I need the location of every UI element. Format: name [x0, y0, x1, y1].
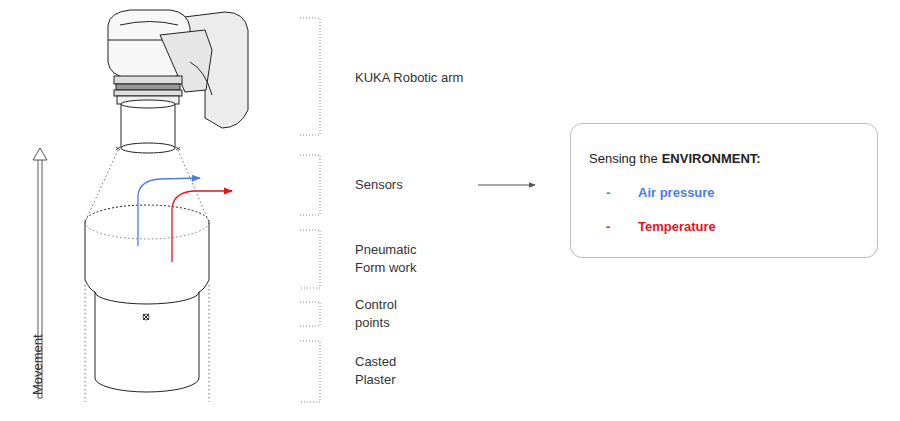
dotted-bracket	[300, 18, 320, 402]
bullet-dash: -	[606, 218, 610, 236]
part-label: Sensors	[355, 176, 403, 194]
box-heading: ENVIRONMENT:	[662, 150, 761, 168]
sensor-cone	[85, 150, 209, 402]
pneumatic-formwork	[85, 205, 209, 304]
bullet-dash: -	[606, 184, 610, 202]
box-heading: Sensing the	[589, 150, 658, 168]
part-label: Control points	[355, 296, 419, 332]
sensor-item: Temperature	[638, 218, 716, 236]
heat-flow	[172, 191, 232, 262]
part-label: Sensors	[355, 176, 403, 194]
part-label: Casted Plaster	[355, 353, 419, 389]
axis-label: Movement	[30, 334, 45, 395]
part-label: Pneumatic Form work	[355, 241, 437, 277]
part-label: Pneumatic Form work	[355, 241, 437, 277]
part-label: KUKA Robotic arm	[355, 69, 463, 87]
part-label: Control points	[355, 296, 419, 332]
sensor-item: Air pressure	[638, 184, 715, 202]
robotic-arm	[108, 10, 248, 153]
casted-plaster	[95, 292, 199, 392]
air-flow	[138, 178, 200, 246]
info-box: Sensing theENVIRONMENT: - Air pressure - Tem…	[570, 123, 878, 258]
connector-arrow	[478, 185, 535, 186]
part-label: KUKA Robotic arm	[355, 69, 463, 87]
part-label: Casted Plaster	[355, 353, 419, 389]
